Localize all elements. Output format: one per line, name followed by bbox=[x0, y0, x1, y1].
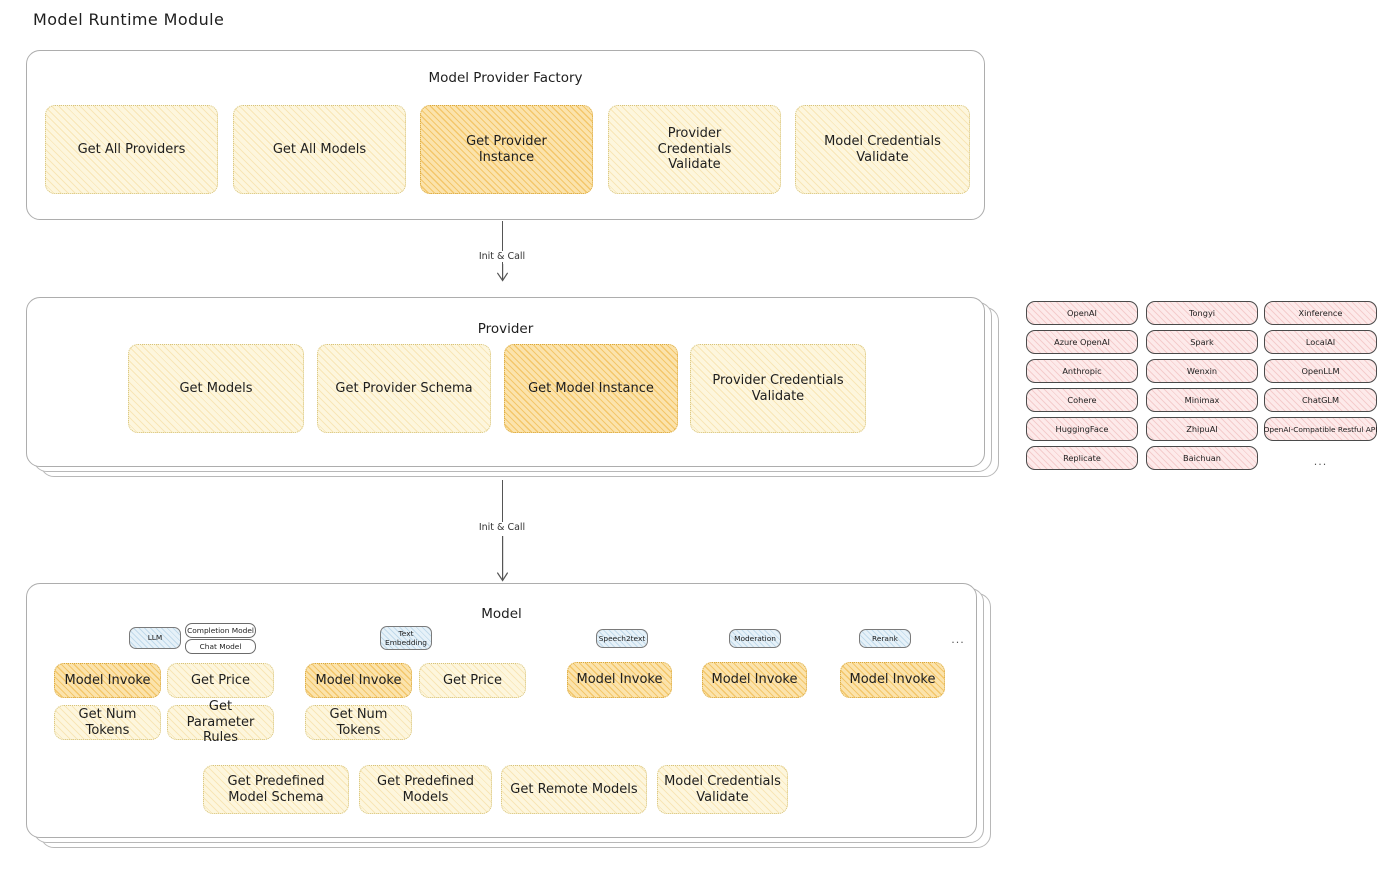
model-moderation-node-model-invoke[interactable]: Model Invoke bbox=[702, 662, 807, 698]
arrow-factory-to-provider-head bbox=[497, 264, 508, 282]
provider-pill-azure-openai[interactable]: Azure OpenAI bbox=[1026, 330, 1138, 354]
factory-node-model-credentials-validate[interactable]: Model Credentials Validate bbox=[795, 105, 970, 194]
provider-pill-zhipuai[interactable]: ZhipuAI bbox=[1146, 417, 1258, 441]
model-llm-node-get-num-tokens[interactable]: Get Num Tokens bbox=[54, 705, 161, 740]
model-llm-node-model-invoke[interactable]: Model Invoke bbox=[54, 663, 161, 698]
model-provider-factory-title: Model Provider Factory bbox=[428, 70, 583, 86]
provider-pill-openllm[interactable]: OpenLLM bbox=[1264, 359, 1377, 383]
model-common-node-get-predefined-models-label: Get Predefined Models bbox=[377, 773, 474, 805]
provider-title: Provider bbox=[477, 321, 534, 337]
arrow-provider-to-model-label: Init & Call bbox=[474, 522, 530, 533]
provider-pill-anthropic[interactable]: Anthropic bbox=[1026, 359, 1138, 383]
model-speech2text-node-model-invoke[interactable]: Model Invoke bbox=[567, 662, 672, 698]
provider-pill-tongyi[interactable]: Tongyi bbox=[1146, 301, 1258, 325]
provider-pill-openai[interactable]: OpenAI bbox=[1026, 301, 1138, 325]
provider-pill-huggingface[interactable]: HuggingFace bbox=[1026, 417, 1138, 441]
provider-node-get-model-instance[interactable]: Get Model Instance bbox=[504, 344, 678, 433]
provider-pill-xinference[interactable]: Xinference bbox=[1264, 301, 1377, 325]
model-llm-node-get-parameter-rules-label: Get Parameter Rules bbox=[186, 698, 255, 746]
factory-node-get-all-providers[interactable]: Get All Providers bbox=[45, 105, 218, 194]
model-common-node-get-remote-models[interactable]: Get Remote Models bbox=[501, 765, 647, 814]
provider-pill-spark[interactable]: Spark bbox=[1146, 330, 1258, 354]
arrow-provider-to-model-head bbox=[497, 536, 508, 582]
page-title: Model Runtime Module bbox=[33, 10, 225, 29]
provider-pill-wenxin[interactable]: Wenxin bbox=[1146, 359, 1258, 383]
provider-node-get-models[interactable]: Get Models bbox=[128, 344, 304, 433]
factory-node-get-provider-instance[interactable]: Get Provider Instance bbox=[420, 105, 593, 194]
model-type-tag-llm[interactable]: LLM bbox=[129, 627, 181, 649]
model-common-node-get-predefined-models[interactable]: Get Predefined Models bbox=[359, 765, 492, 814]
factory-node-get-all-models[interactable]: Get All Models bbox=[233, 105, 406, 194]
model-rerank-node-model-invoke[interactable]: Model Invoke bbox=[840, 662, 945, 698]
model-types-more-indicator: ... bbox=[951, 633, 965, 646]
provider-pill-baichuan[interactable]: Baichuan bbox=[1146, 446, 1258, 470]
factory-node-provider-credentials-validate[interactable]: Provider Credentials Validate bbox=[608, 105, 781, 194]
factory-node-provider-credentials-validate-label: Provider Credentials Validate bbox=[657, 125, 732, 173]
provider-node-provider-credentials-validate-label: Provider Credentials Validate bbox=[712, 372, 844, 404]
provider-pill-cohere[interactable]: Cohere bbox=[1026, 388, 1138, 412]
provider-node-provider-credentials-validate[interactable]: Provider Credentials Validate bbox=[690, 344, 866, 433]
provider-pill-openai-compatible-restful-api[interactable]: OpenAI-Compatible Restful API bbox=[1264, 417, 1377, 441]
model-text-embedding-node-get-price[interactable]: Get Price bbox=[419, 663, 526, 698]
model-common-node-model-credentials-validate[interactable]: Model Credentials Validate bbox=[657, 765, 788, 814]
factory-node-model-credentials-validate-label: Model Credentials Validate bbox=[824, 133, 941, 165]
provider-pill-localai[interactable]: LocalAI bbox=[1264, 330, 1377, 354]
model-common-node-get-predefined-model-schema[interactable]: Get Predefined Model Schema bbox=[203, 765, 349, 814]
model-llm-node-get-price[interactable]: Get Price bbox=[167, 663, 274, 698]
model-text-embedding-node-model-invoke[interactable]: Model Invoke bbox=[305, 663, 412, 698]
model-common-node-model-credentials-validate-label: Model Credentials Validate bbox=[664, 773, 781, 805]
model-text-embedding-node-get-num-tokens[interactable]: Get Num Tokens bbox=[305, 705, 412, 740]
model-type-tag-rerank[interactable]: Rerank bbox=[859, 629, 911, 648]
arrow-factory-to-provider-line bbox=[502, 221, 504, 273]
model-type-tag-speech2text[interactable]: Speech2text bbox=[596, 629, 648, 648]
provider-list-more-indicator: ... bbox=[1313, 455, 1328, 468]
provider-pill-chatglm[interactable]: ChatGLM bbox=[1264, 388, 1377, 412]
model-common-node-get-predefined-model-schema-label: Get Predefined Model Schema bbox=[227, 773, 325, 805]
model-subtag-chat-model[interactable]: Chat Model bbox=[185, 639, 256, 654]
model-llm-node-get-parameter-rules[interactable]: Get Parameter Rules bbox=[167, 699, 274, 745]
model-type-tag-moderation[interactable]: Moderation bbox=[729, 629, 781, 648]
model-subtag-completion-model[interactable]: Completion Model bbox=[185, 623, 256, 638]
model-type-tag-text-embedding[interactable]: Text Embedding bbox=[380, 626, 432, 650]
provider-node-get-provider-schema[interactable]: Get Provider Schema bbox=[317, 344, 491, 433]
provider-pill-replicate[interactable]: Replicate bbox=[1026, 446, 1138, 470]
arrow-factory-to-provider-label: Init & Call bbox=[474, 251, 530, 262]
model-title: Model bbox=[481, 606, 522, 622]
provider-pill-minimax[interactable]: Minimax bbox=[1146, 388, 1258, 412]
factory-node-get-provider-instance-label: Get Provider Instance bbox=[466, 133, 547, 165]
arrow-provider-to-model-line bbox=[502, 480, 504, 527]
